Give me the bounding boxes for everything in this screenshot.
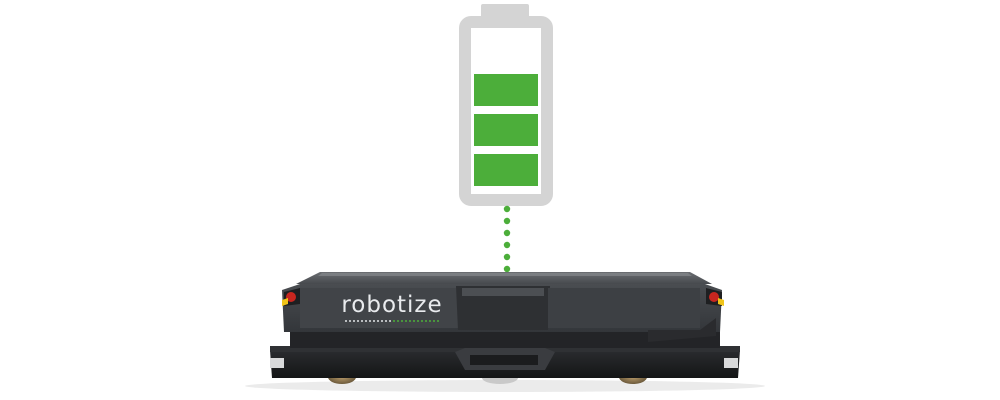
brand-underline-dot	[357, 320, 359, 322]
indicator-light-red-right	[709, 292, 719, 302]
charge-dot	[503, 205, 511, 213]
brand-underline-dot	[429, 320, 431, 322]
battery-bar	[474, 74, 538, 106]
battery-outline	[459, 16, 553, 206]
brand-underline-dot	[417, 320, 419, 322]
brand-underline-dot	[373, 320, 375, 322]
base-center-slot	[470, 355, 538, 365]
brand-underline-dot	[413, 320, 415, 322]
brand-underline-dot	[385, 320, 387, 322]
charge-dot	[503, 229, 511, 237]
battery-bar	[474, 114, 538, 146]
brand-underline-dot	[393, 320, 395, 322]
indicator-left	[282, 288, 300, 306]
panel-center-top	[462, 288, 544, 296]
brand-underline-dot	[361, 320, 363, 322]
brand-underline-dot	[381, 320, 383, 322]
brand-underline-dot	[425, 320, 427, 322]
battery-level-bars	[474, 74, 538, 186]
battery-icon	[459, 4, 553, 206]
brand-underline-dot	[405, 320, 407, 322]
indicator-right	[706, 288, 724, 306]
brand-underline-dot	[409, 320, 411, 322]
brand-underline-dot	[401, 320, 403, 322]
charge-dot	[503, 265, 511, 273]
panel-right	[548, 288, 700, 328]
lid-highlight	[318, 273, 692, 276]
brand-underline-dot	[349, 320, 351, 322]
brand-label: robotize	[341, 292, 442, 318]
charge-dot	[503, 241, 511, 249]
brand-underline-dot	[365, 320, 367, 322]
brand-underline-dot	[397, 320, 399, 322]
indicator-light-yellow-left	[282, 298, 288, 306]
brand-underline-dot	[421, 320, 423, 322]
reflector-right	[724, 358, 738, 368]
skirt-band	[290, 330, 720, 348]
brand-underline-dot	[377, 320, 379, 322]
charge-dot	[503, 217, 511, 225]
charge-dot	[503, 253, 511, 261]
brand-underline-dot	[345, 320, 347, 322]
brand-underline-dot	[437, 320, 439, 322]
brand-underline-dot	[433, 320, 435, 322]
brand-dotted-underline	[345, 320, 439, 322]
brand-underline-dot	[369, 320, 371, 322]
right-step	[648, 318, 716, 342]
agv-robot: robotize	[245, 272, 765, 392]
reflector-left	[270, 358, 284, 368]
indicator-light-yellow-right	[718, 298, 724, 306]
panel-center	[456, 286, 550, 330]
indicator-light-red-left	[286, 292, 296, 302]
brand-underline-dot	[353, 320, 355, 322]
battery-bar	[474, 154, 538, 186]
brand-underline-dot	[389, 320, 391, 322]
